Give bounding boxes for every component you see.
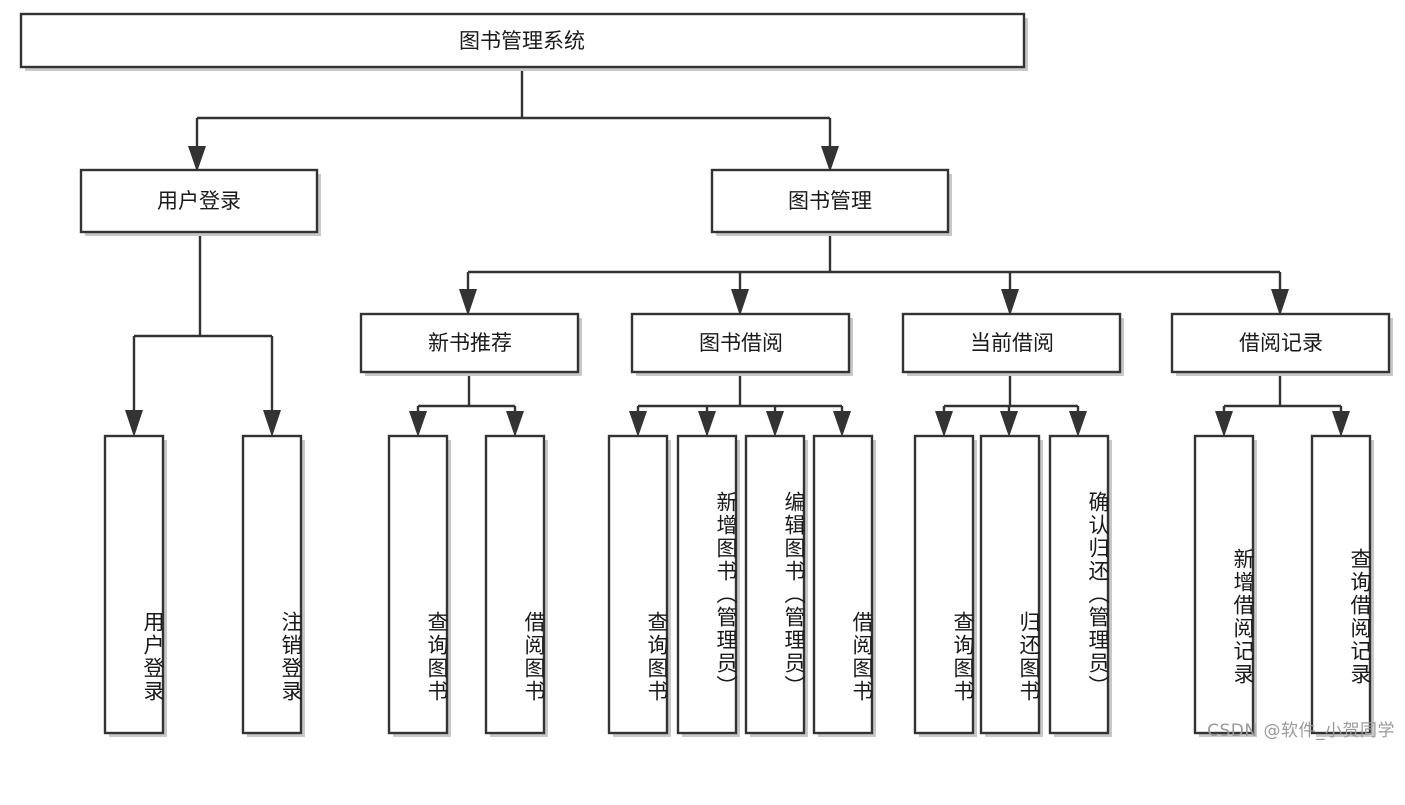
arrow-head-leaf-borrow-book-2 (833, 411, 851, 437)
arrow-head-user-login (188, 146, 206, 172)
node-book-management[interactable]: 图书管理 (710, 168, 952, 236)
leaf-boxes-layer (103, 434, 1374, 737)
arrow-head-leaf-return-book (1000, 411, 1018, 437)
arrow-head-leaf-logout-login (263, 410, 281, 437)
borrow-record-label: 借阅记录 (1239, 331, 1323, 355)
book-borrow-box[interactable] (630, 312, 851, 374)
arrow-head-new-book-recommend (459, 289, 477, 316)
node-book-borrow[interactable]: 图书借阅 (630, 312, 853, 376)
leaf-box-query-book-2[interactable] (607, 434, 669, 735)
arrow-head-current-borrow (1001, 289, 1019, 316)
leaf-box-query-book-1[interactable] (387, 434, 449, 735)
csdn-watermark: CSDN @软件_小贺同学 (1207, 721, 1395, 741)
tree-structure-svg: 图书管理系统 用户登录 图书管理 新书推荐 图书借阅 当前借阅 (19, 12, 1393, 737)
new-book-recommend-box[interactable] (359, 312, 580, 374)
node-root[interactable]: 图书管理系统 (19, 12, 1028, 71)
leaf-box-query-record[interactable] (1310, 434, 1372, 735)
borrow-record-box[interactable] (1170, 312, 1391, 374)
book-management-box[interactable] (710, 168, 950, 234)
new-book-recommend-label: 新书推荐 (428, 331, 512, 355)
root-box[interactable] (19, 12, 1026, 69)
leaf-box-return-book[interactable] (979, 434, 1041, 735)
leaf-box-borrow-book-1[interactable] (484, 434, 546, 735)
arrow-head-leaf-add-record (1215, 411, 1233, 437)
current-borrow-box[interactable] (901, 312, 1122, 374)
arrow-head-leaf-user-login (125, 410, 143, 437)
arrow-head-leaf-query-book-1 (409, 411, 427, 437)
arrow-head-leaf-add-book (698, 411, 716, 437)
leaf-box-user-login[interactable] (103, 434, 165, 735)
connector-layer (125, 69, 1350, 437)
arrow-head-leaf-edit-book (766, 411, 784, 437)
user-login-label: 用户登录 (157, 189, 241, 213)
leaf-box-edit-book[interactable] (744, 434, 806, 735)
user-login-box[interactable] (79, 168, 319, 234)
arrow-head-leaf-confirm-return (1069, 411, 1087, 437)
current-borrow-label: 当前借阅 (970, 331, 1054, 355)
arrow-head-book-borrow (731, 289, 749, 316)
book-borrow-label: 图书借阅 (699, 331, 783, 355)
root-label: 图书管理系统 (459, 29, 585, 53)
arrow-head-borrow-record (1271, 289, 1289, 316)
leaf-box-logout-login[interactable] (241, 434, 303, 735)
node-user-login[interactable]: 用户登录 (79, 168, 321, 236)
arrow-head-leaf-borrow-book-1 (506, 411, 524, 437)
leaf-box-query-book-3[interactable] (913, 434, 975, 735)
leaf-box-add-record[interactable] (1193, 434, 1255, 735)
node-current-borrow[interactable]: 当前借阅 (901, 312, 1124, 376)
arrow-head-book-management (821, 146, 839, 172)
book-management-system-diagram: 图书管理系统 用户登录 图书管理 新书推荐 图书借阅 当前借阅 (19, 12, 1395, 741)
leaf-box-add-book[interactable] (676, 434, 738, 735)
arrow-head-leaf-query-book-3 (935, 411, 953, 437)
arrow-head-leaf-query-record (1332, 411, 1350, 437)
node-borrow-record[interactable]: 借阅记录 (1170, 312, 1393, 376)
book-management-label: 图书管理 (788, 189, 872, 213)
leaf-box-borrow-book-2[interactable] (812, 434, 874, 735)
arrow-head-leaf-query-book-2 (629, 411, 647, 437)
leaf-box-confirm-return[interactable] (1048, 434, 1110, 735)
node-new-book-recommend[interactable]: 新书推荐 (359, 312, 582, 376)
